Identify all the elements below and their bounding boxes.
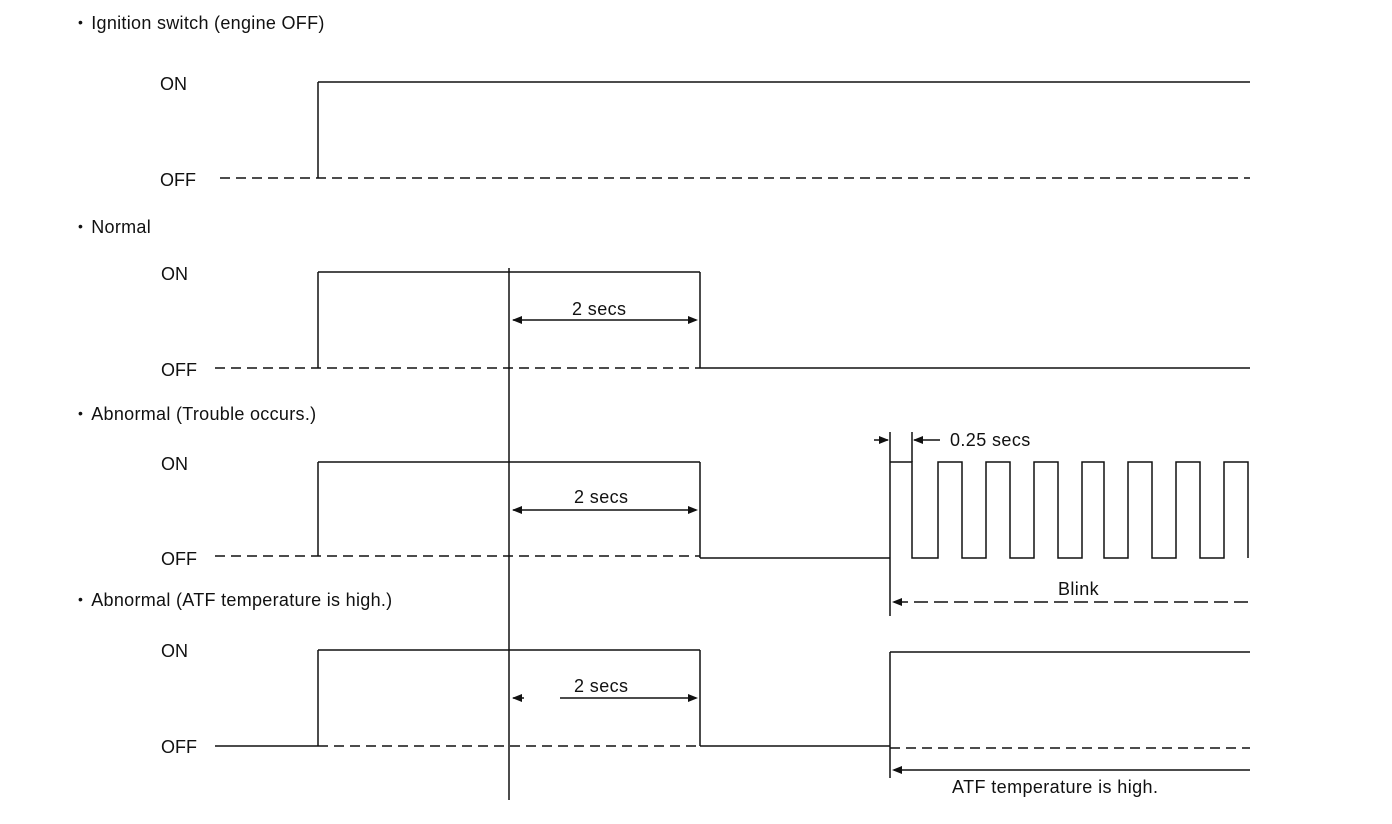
normal-arrowhead-right [688, 316, 698, 324]
atf-duration-label: 2 secs [574, 676, 629, 696]
blink-label: Blink [1058, 579, 1100, 599]
section-title-ignition: • Ignition switch (engine OFF) [78, 14, 325, 32]
normal-duration-label: 2 secs [572, 299, 627, 319]
atf-arrowhead-left [512, 694, 522, 702]
ignition-off-label: OFF [160, 170, 196, 190]
title-normal: Normal [91, 217, 152, 237]
bullet-atf: • [78, 591, 84, 607]
atf-on-label: ON [161, 641, 188, 661]
trouble-arrowhead-left [512, 506, 522, 514]
bullet-ignition: • [78, 14, 84, 30]
section-title-normal: • Normal [78, 218, 151, 236]
blink-period-arrowhead-right [913, 436, 923, 444]
ignition-on-label: ON [160, 74, 187, 94]
blink-period-label: 0.25 secs [950, 430, 1031, 450]
title-trouble: Abnormal (Trouble occurs.) [91, 404, 317, 424]
section-title-trouble: • Abnormal (Trouble occurs.) [78, 405, 316, 423]
section-title-atf: • Abnormal (ATF temperature is high.) [78, 591, 392, 609]
trouble-on-label: ON [161, 454, 188, 474]
trouble-duration-label: 2 secs [574, 487, 629, 507]
blink-span-arrowhead [892, 598, 902, 606]
atf-arrowhead-right [688, 694, 698, 702]
atf-high-label: ATF temperature is high. [952, 777, 1159, 797]
normal-off-label: OFF [161, 360, 197, 380]
blink-period-arrowhead-left [879, 436, 889, 444]
blink-pulse-train [890, 461, 1249, 559]
trouble-arrowhead-right [688, 506, 698, 514]
bullet-trouble: • [78, 405, 84, 421]
normal-arrowhead-left [512, 316, 522, 324]
atf-high-span-arrowhead [892, 766, 902, 774]
atf-off-label: OFF [161, 737, 197, 757]
normal-on-label: ON [161, 264, 188, 284]
title-atf: Abnormal (ATF temperature is high.) [91, 590, 393, 610]
title-ignition: Ignition switch (engine OFF) [91, 13, 325, 33]
bullet-normal: • [78, 218, 84, 234]
trouble-off-label: OFF [161, 549, 197, 569]
